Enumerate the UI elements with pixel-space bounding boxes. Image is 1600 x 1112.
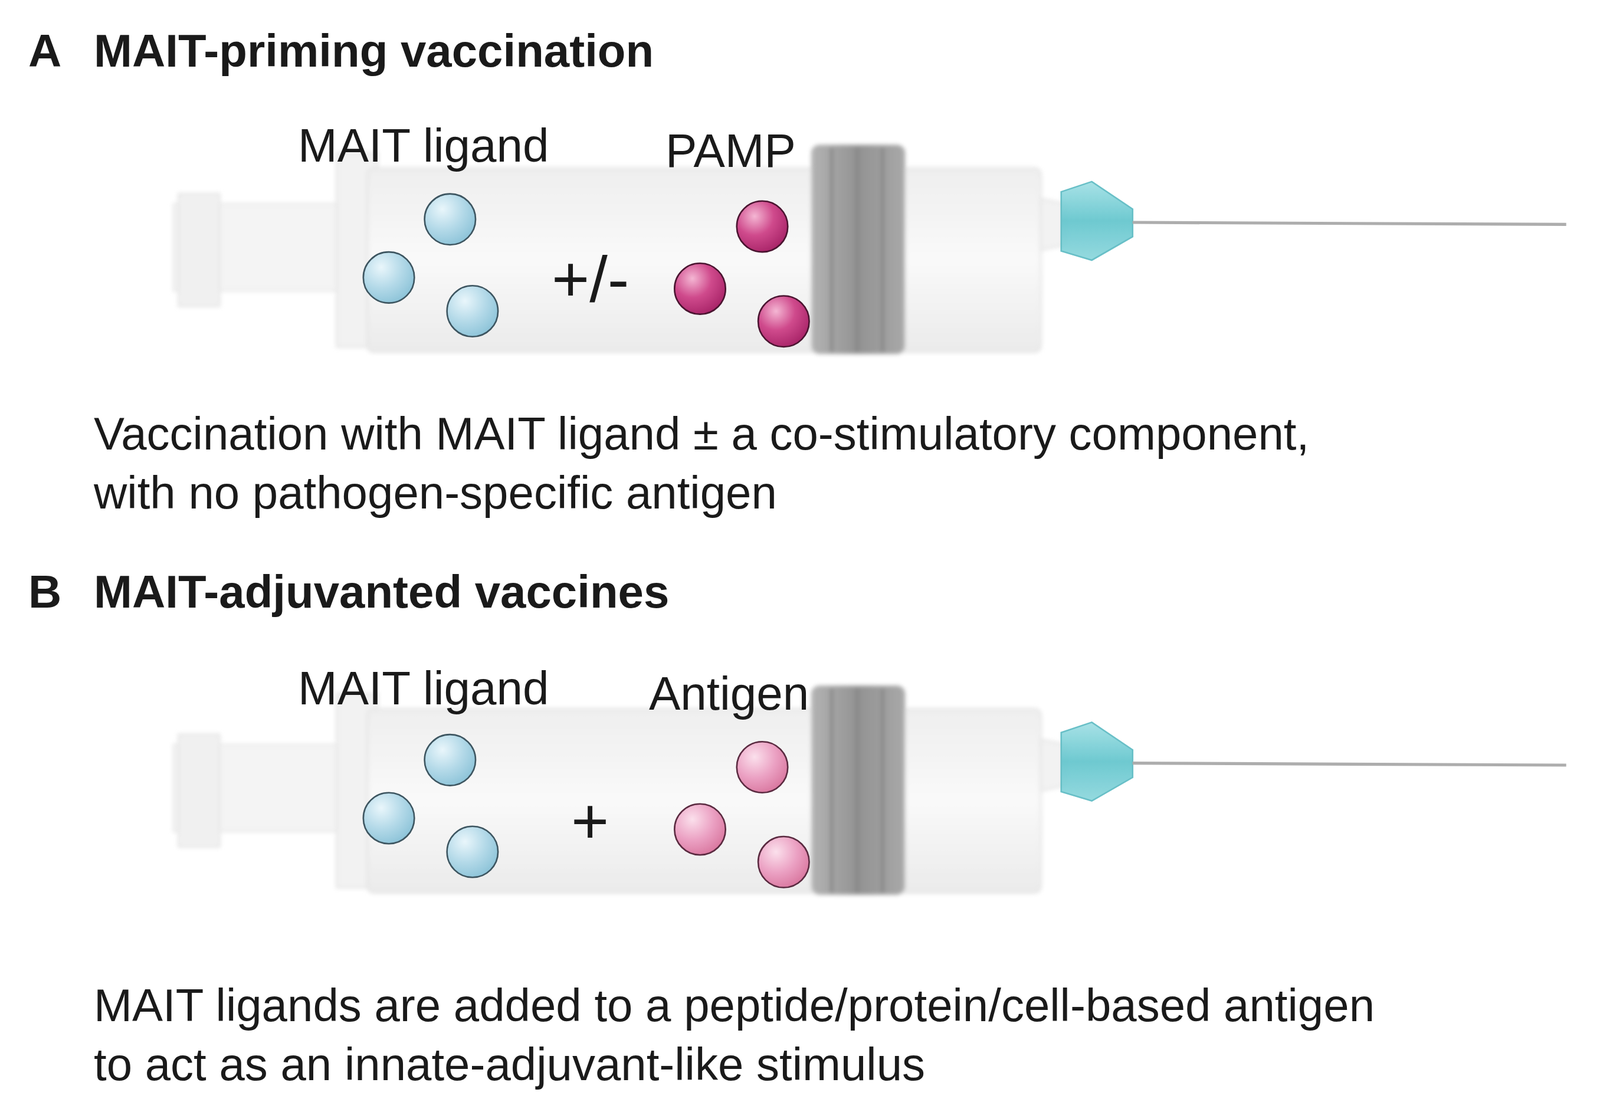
panel-caption: Vaccination with MAIT ligand ± a co-stim…: [93, 404, 1321, 523]
component-label: MAIT ligand: [297, 661, 549, 716]
component-label: PAMP: [665, 124, 796, 178]
panel-caption: MAIT ligands are added to a peptide/prot…: [93, 975, 1387, 1094]
panel-letter: B: [28, 565, 62, 619]
syringe-a: [173, 145, 1567, 355]
component-label: MAIT ligand: [297, 119, 549, 173]
panel-heading: MAIT-adjuvanted vaccines: [93, 565, 670, 619]
panel-letter: A: [28, 24, 62, 78]
syringe-b: [173, 685, 1567, 895]
component-label: Antigen: [648, 667, 809, 721]
panel-heading: MAIT-priming vaccination: [93, 24, 654, 78]
operator-sign: +/-: [551, 246, 629, 312]
operator-sign: +: [571, 788, 609, 854]
